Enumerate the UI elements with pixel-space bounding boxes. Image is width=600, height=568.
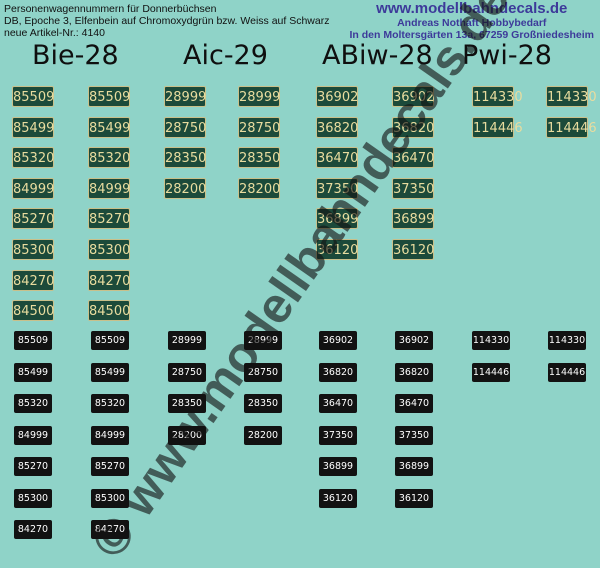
green-number-plate: 28999 (238, 86, 280, 107)
green-number-plate: 36470 (316, 147, 358, 169)
vendor-website: www.modellbahndecals.de (376, 0, 568, 17)
black-number-plate: 36899 (395, 457, 433, 476)
description-line-2: DB, Epoche 3, Elfenbein auf Chromoxydgrü… (4, 15, 330, 27)
green-number-plate: 84270 (12, 269, 54, 291)
black-number-plate: 37350 (319, 425, 357, 445)
green-number-plate: 36820 (392, 116, 434, 138)
green-number-plate: 36899 (392, 208, 434, 230)
green-number-plate: 36120 (316, 239, 358, 260)
black-number-plate: 28750 (244, 362, 282, 382)
black-number-plate: 85270 (91, 457, 129, 476)
black-number-plate: 85320 (14, 394, 52, 413)
green-number-plate: 28350 (164, 147, 206, 169)
green-number-plate: 114446 (472, 116, 523, 138)
green-number-plate: 84270 (88, 269, 130, 291)
column-title-pwi-28: Pwi-28 (462, 40, 552, 71)
black-number-plate: 28999 (244, 331, 282, 350)
green-number-plate: 85270 (88, 208, 130, 230)
green-number-plate: 114330 (546, 86, 597, 107)
green-number-plate: 84999 (88, 177, 130, 199)
black-number-plate: 114446 (472, 362, 510, 382)
description-line-1: Personenwagennummern für Donnerbüchsen (4, 3, 217, 15)
green-number-plate: 28200 (238, 177, 280, 199)
green-number-plate: 84500 (88, 300, 130, 322)
column-title-aic-29: Aic-29 (183, 40, 268, 71)
black-number-plate: 28999 (168, 331, 206, 350)
column-title-bie-28: Bie-28 (32, 40, 119, 71)
green-number-plate: 85320 (12, 147, 54, 169)
black-number-plate: 37350 (395, 425, 433, 445)
black-number-plate: 36820 (319, 362, 357, 382)
vendor-name: Andreas Nothaft Hobbybedarf (397, 17, 547, 29)
green-number-plate: 84999 (12, 177, 54, 199)
black-number-plate: 36120 (395, 488, 433, 508)
black-number-plate: 85499 (14, 362, 52, 382)
green-number-plate: 85270 (12, 208, 54, 230)
black-number-plate: 36902 (395, 331, 433, 350)
green-number-plate: 28350 (238, 147, 280, 169)
black-number-plate: 36470 (395, 394, 433, 413)
green-number-plate: 28750 (238, 116, 280, 138)
black-number-plate: 28200 (244, 425, 282, 445)
green-number-plate: 36899 (316, 208, 358, 230)
green-number-plate: 85320 (88, 147, 130, 169)
green-number-plate: 114330 (472, 86, 523, 107)
black-number-plate: 85270 (14, 457, 52, 476)
black-number-plate: 85320 (91, 394, 129, 413)
green-number-plate: 84500 (12, 300, 54, 322)
green-number-plate: 36902 (316, 86, 358, 107)
column-title-abiw-28: ABiw-28 (322, 40, 433, 71)
green-number-plate: 36820 (316, 116, 358, 138)
green-number-plate: 85499 (88, 116, 130, 138)
green-number-plate: 85499 (12, 116, 54, 138)
black-number-plate: 85509 (91, 331, 129, 350)
green-number-plate: 85509 (12, 86, 54, 107)
black-number-plate: 36470 (319, 394, 357, 413)
green-number-plate: 28200 (164, 177, 206, 199)
black-number-plate: 36899 (319, 457, 357, 476)
green-number-plate: 36120 (392, 239, 434, 260)
green-number-plate: 28999 (164, 86, 206, 107)
watermark: © www.modellbahndecals.de (79, 0, 521, 568)
black-number-plate: 84999 (14, 425, 52, 445)
black-number-plate: 84999 (91, 425, 129, 445)
black-number-plate: 114330 (548, 331, 586, 350)
green-number-plate: 36470 (392, 147, 434, 169)
description-line-3: neue Artikel-Nr.: 4140 (4, 27, 105, 39)
black-number-plate: 85499 (91, 362, 129, 382)
black-number-plate: 28350 (168, 394, 206, 413)
vendor-address: In den Moltersgärten 13a, 67259 Großnied… (349, 29, 595, 41)
green-number-plate: 37350 (392, 177, 434, 199)
black-number-plate: 28750 (168, 362, 206, 382)
green-number-plate: 36902 (392, 86, 434, 107)
black-number-plate: 36820 (395, 362, 433, 382)
black-number-plate: 28200 (168, 425, 206, 445)
sheet-description: Personenwagennummern für Donnerbüchsen D… (4, 3, 329, 39)
green-number-plate: 114446 (546, 116, 597, 138)
black-number-plate: 36902 (319, 331, 357, 350)
black-number-plate: 36120 (319, 488, 357, 508)
vendor-info: www.modellbahndecals.de Andreas Nothaft … (350, 0, 595, 41)
black-number-plate: 84270 (14, 520, 52, 539)
green-number-plate: 28750 (164, 116, 206, 138)
black-number-plate: 114446 (548, 362, 586, 382)
black-number-plate: 84270 (91, 520, 129, 539)
green-number-plate: 85509 (88, 86, 130, 107)
black-number-plate: 28350 (244, 394, 282, 413)
black-number-plate: 114330 (472, 331, 510, 350)
green-number-plate: 85300 (88, 239, 130, 260)
black-number-plate: 85300 (91, 488, 129, 508)
black-number-plate: 85509 (14, 331, 52, 350)
green-number-plate: 85300 (12, 239, 54, 260)
black-number-plate: 85300 (14, 488, 52, 508)
green-number-plate: 37350 (316, 177, 358, 199)
